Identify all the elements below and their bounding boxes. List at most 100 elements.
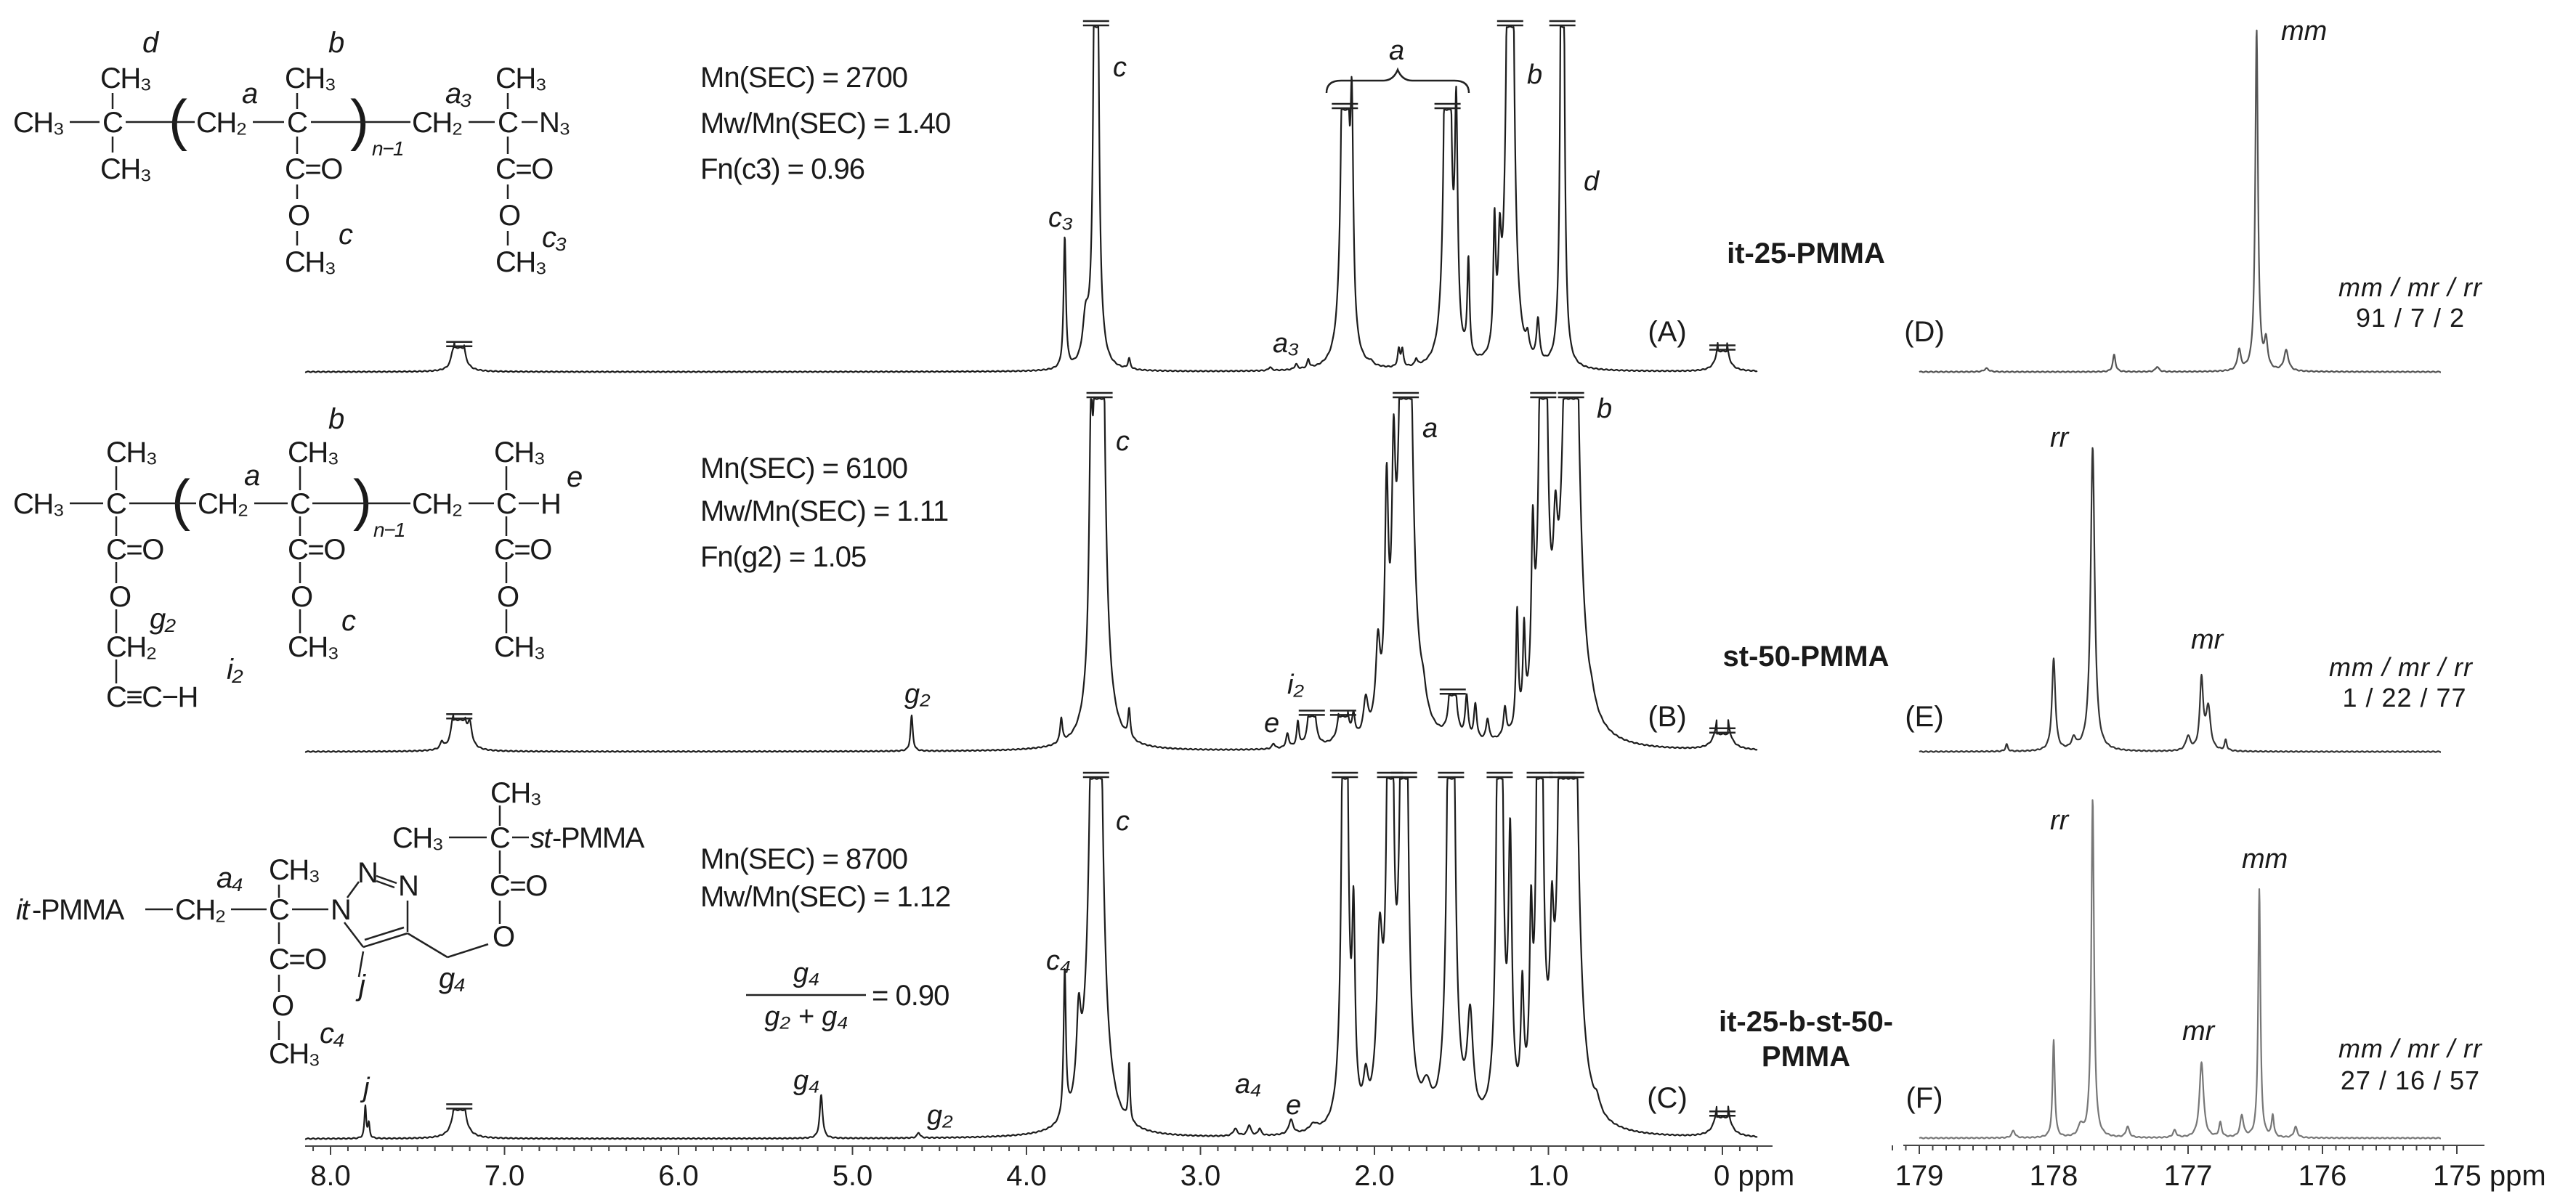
tacticity-values-E: 1 / 22 / 77: [2342, 683, 2466, 712]
structure-C-atom-label: -PMMA: [552, 822, 645, 854]
truncated-peak-marker: [1486, 771, 1513, 779]
truncated-peak-marker: [1709, 1110, 1735, 1117]
bond-line: [364, 926, 405, 941]
fraction-denominator: g₂ + g₄: [764, 1002, 848, 1032]
structure-C-atom-label: O: [272, 990, 293, 1022]
truncated-peak-marker: [1390, 771, 1417, 779]
panel-letter-A: (A): [1648, 316, 1686, 348]
truncated-peak-marker: [1082, 771, 1109, 779]
sample-name-B: st-50-PMMA: [1723, 641, 1890, 673]
structure-A-atom-label: c: [339, 219, 353, 251]
structure-A-atom-label: C=O: [495, 153, 553, 185]
structure-B-atom-label: ): [353, 468, 370, 532]
tacticity-header-E: mm / mr / rr: [2329, 652, 2474, 682]
truncated-peak-marker: [1332, 771, 1358, 779]
peak-label-C-e: e: [1286, 1090, 1301, 1121]
x-tick-label-left: 7.0: [485, 1160, 525, 1192]
peak-label-C-c4: c₄: [1046, 946, 1071, 976]
bond-line: [357, 951, 365, 978]
structure-C-atom-label: CH₃: [490, 777, 541, 809]
spectrum-D: [1919, 29, 2442, 373]
polymer-info-A-functionality: Fn(c3) = 0.96: [700, 153, 864, 185]
polymer-info-B-mn: Mn(SEC) = 6100: [700, 452, 907, 484]
polymer-info-A-mn: Mn(SEC) = 2700: [700, 62, 907, 94]
structure-B-atom-label: CH₃: [13, 488, 64, 520]
bond-line: [376, 880, 395, 889]
polymer-info-B-functionality: Fn(g2) = 1.05: [700, 541, 866, 573]
truncated-peak-marker: [1526, 771, 1553, 779]
truncated-peak-marker: [1298, 710, 1325, 716]
structure-A-atom-label: c₃: [542, 222, 567, 253]
truncated-peak-marker: [1086, 391, 1113, 399]
truncated-peak-marker: [1082, 20, 1109, 27]
polymer-info-B-dispersity: Mw/Mn(SEC) = 1.11: [700, 495, 948, 527]
truncated-peak-marker: [1496, 20, 1523, 27]
peak-label-D-mm: mm: [2281, 16, 2327, 46]
peak-label-A-a3: a₃: [1273, 328, 1299, 359]
brace-a: [1325, 67, 1470, 94]
structure-C-atom-label: it: [16, 894, 31, 926]
structure-A-atom-label: CH₃: [13, 107, 64, 139]
structure-C-atom-label: N: [331, 894, 350, 926]
structure-B-atom-label: (: [171, 468, 190, 532]
spectrum-E: [1919, 447, 2442, 753]
polymer-info-A-dispersity: Mw/Mn(SEC) = 1.40: [700, 107, 950, 139]
structure-B-atom-label: n−1: [373, 519, 405, 541]
polymer-info: Mn(SEC) = 2700 Mw/Mn(SEC) = 1.40 Fn(c3) …: [700, 62, 951, 913]
structure-B-atom-label: a: [244, 460, 259, 492]
structure-A-atom-label: n−1: [372, 137, 403, 160]
fraction-value: = 0.90: [872, 980, 949, 1012]
polymer-info-C-mn: Mn(SEC) = 8700: [700, 843, 907, 875]
x-tick-label-left: 2.0: [1354, 1160, 1395, 1192]
truncated-peak-marker: [1549, 20, 1576, 27]
structure-A-atom-label: CH₃: [285, 62, 336, 94]
tacticity-values-D: 91 / 7 / 2: [2356, 303, 2465, 333]
structure-A-atom-label: ): [350, 88, 368, 152]
peak-label-F-rr: rr: [2050, 805, 2070, 836]
bond-line: [407, 932, 448, 959]
structure-A-atom-label: C=O: [285, 153, 342, 185]
structure-A-atom-label: N₃: [539, 107, 570, 139]
peak-label-B-a: a: [1422, 413, 1438, 444]
x-tick-label-left: 3.0: [1180, 1160, 1221, 1192]
x-tick-label-left: 4.0: [1006, 1160, 1047, 1192]
sample-names: it-25-PMMA st-50-PMMA it-25-b-st-50- PMM…: [1719, 237, 1893, 1073]
structure-C-atom-label: CH₃: [269, 854, 320, 886]
truncated-peak-marker: [1530, 391, 1557, 399]
structure-B-atom-label: i₂: [227, 654, 243, 686]
structure-A-atom-label: O: [498, 200, 520, 232]
structure-C-atom-label: C=O: [490, 870, 547, 902]
peak-label-C-j: j: [360, 1073, 370, 1103]
truncated-peak-marker: [1558, 391, 1584, 399]
peak-label-C-g4: g₄: [793, 1065, 819, 1096]
structure-B-atom-label: CH₃: [288, 436, 339, 468]
peak-label-A-a: a: [1389, 36, 1404, 66]
x-tick-label-left: 8.0: [310, 1160, 351, 1192]
structure-C-atom-label: j: [355, 970, 366, 1002]
panel-letter-B: (B): [1648, 701, 1686, 733]
structure-B-atom-label: CH₃: [288, 631, 339, 663]
bond-line: [346, 881, 360, 898]
structure-B-atom-label: g₂: [150, 603, 176, 635]
structure-B-atom-label: C: [106, 488, 126, 520]
polymer-info-C-dispersity: Mw/Mn(SEC) = 1.12: [700, 881, 950, 913]
x-tick-label-left: 5.0: [833, 1160, 873, 1192]
structure-A-atom-label: d: [142, 27, 160, 59]
tacticity-header-D: mm / mr / rr: [2338, 272, 2483, 302]
structure-A-atom-label: CH₃: [100, 62, 151, 94]
structure-C-atom-label: N: [398, 870, 418, 902]
structure-B-atom-label: C≡C−H: [106, 681, 198, 713]
structure-C-atom-label: C=O: [269, 943, 326, 975]
truncated-peak-marker: [446, 713, 473, 720]
x-tick-label-left: 0 ppm: [1714, 1160, 1794, 1192]
peak-label-F-mr: mr: [2182, 1016, 2216, 1047]
structure-C-atom-label: CH₂: [175, 894, 225, 926]
structure-C-atom-label: N: [357, 857, 377, 889]
structure-bonds: [70, 93, 539, 1040]
truncated-peak-marker: [1434, 102, 1461, 110]
structure-B-atom-label: CH₃: [494, 631, 545, 663]
structure-B-atom-label: C: [496, 488, 517, 520]
structure-B-atom-label: e: [567, 461, 582, 493]
